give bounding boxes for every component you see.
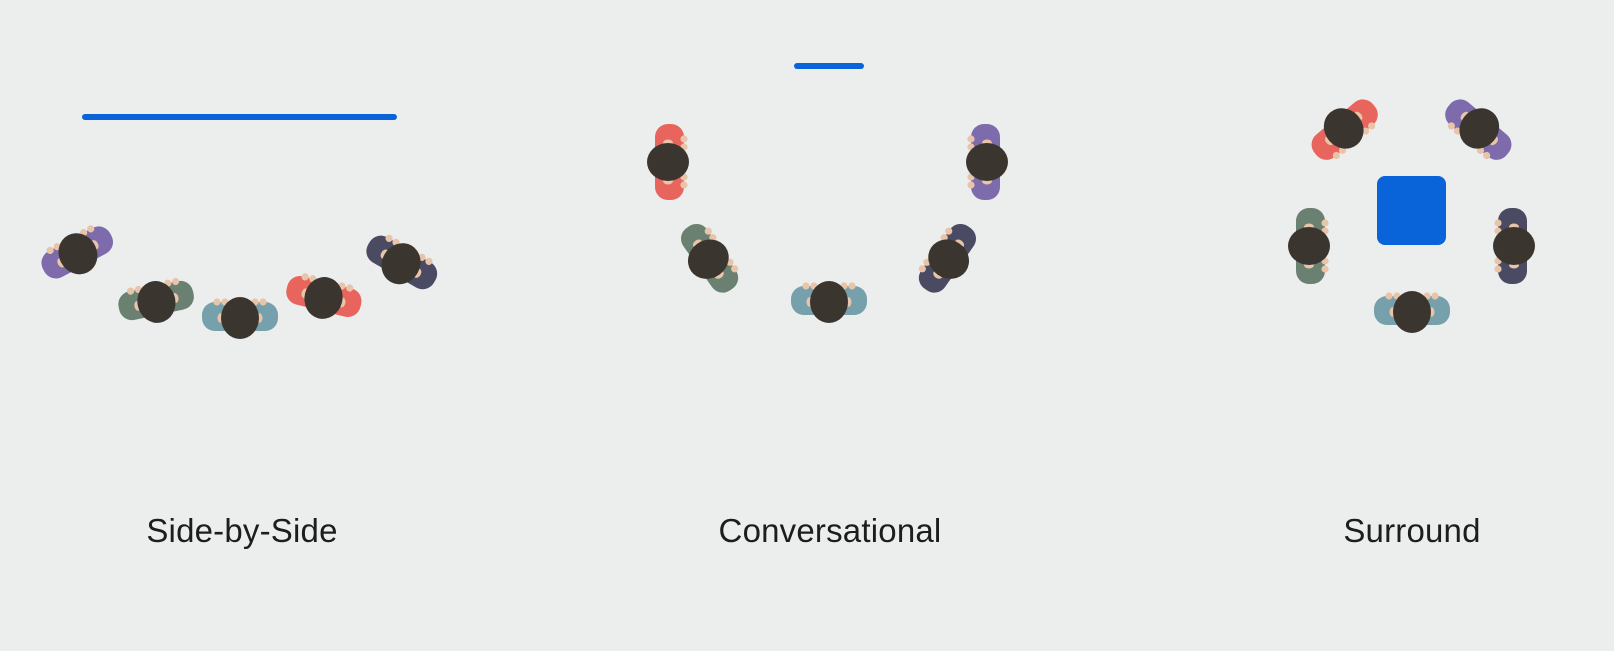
hand bbox=[1483, 151, 1491, 160]
hand bbox=[1385, 292, 1393, 300]
hand bbox=[967, 181, 975, 189]
conversational-person bbox=[647, 124, 689, 200]
hand bbox=[301, 273, 309, 281]
conversational-person bbox=[966, 124, 1008, 200]
side-by-side-person bbox=[118, 277, 194, 323]
head bbox=[966, 143, 1008, 181]
conversational-label: Conversational bbox=[718, 512, 942, 549]
head bbox=[687, 239, 729, 279]
hand bbox=[967, 135, 975, 143]
hand bbox=[1453, 127, 1462, 135]
head bbox=[137, 281, 176, 323]
side-by-side-label: Side-by-Side bbox=[146, 512, 338, 549]
hand bbox=[704, 227, 712, 235]
surround-focus-object bbox=[1377, 176, 1446, 245]
head bbox=[381, 243, 421, 285]
hand bbox=[385, 234, 393, 242]
hand bbox=[425, 257, 433, 265]
hand bbox=[1321, 219, 1329, 227]
conversational-person bbox=[918, 223, 976, 293]
hand bbox=[1431, 292, 1439, 300]
surround-person bbox=[1311, 99, 1378, 160]
hand bbox=[346, 284, 354, 292]
surround-person bbox=[1288, 208, 1330, 284]
hand bbox=[1321, 265, 1329, 273]
head bbox=[1323, 108, 1364, 149]
hand bbox=[87, 225, 95, 233]
hand bbox=[213, 298, 221, 306]
conversational-person bbox=[791, 281, 867, 323]
hand bbox=[802, 282, 810, 290]
side-by-side-person bbox=[366, 234, 438, 290]
head bbox=[928, 239, 970, 279]
hand bbox=[171, 277, 180, 286]
hand bbox=[848, 282, 856, 290]
hand bbox=[46, 246, 54, 255]
head bbox=[1493, 227, 1535, 265]
head bbox=[1393, 291, 1431, 333]
hand bbox=[1332, 151, 1340, 160]
conversational-person bbox=[681, 223, 739, 293]
hand bbox=[1494, 265, 1502, 273]
surround-person bbox=[1374, 291, 1450, 333]
side-by-side-person bbox=[202, 297, 278, 339]
hand bbox=[1361, 127, 1370, 135]
side-by-side-person bbox=[286, 273, 362, 319]
head bbox=[58, 233, 98, 275]
hand bbox=[259, 298, 267, 306]
head bbox=[1459, 108, 1500, 149]
surround-person bbox=[1445, 99, 1512, 160]
surround-label: Surround bbox=[1343, 512, 1481, 549]
hand bbox=[1368, 122, 1376, 130]
head bbox=[221, 297, 259, 339]
head bbox=[304, 277, 343, 319]
head bbox=[1288, 227, 1330, 265]
head bbox=[810, 281, 848, 323]
hand bbox=[918, 265, 926, 273]
hand bbox=[1494, 219, 1502, 227]
side-by-side-person bbox=[41, 225, 114, 279]
hand bbox=[731, 265, 739, 273]
hand bbox=[1447, 122, 1455, 130]
hand bbox=[945, 227, 953, 235]
surround-person bbox=[1493, 208, 1535, 284]
hand bbox=[126, 287, 135, 295]
hand bbox=[680, 135, 688, 143]
head bbox=[647, 143, 689, 181]
hand bbox=[680, 181, 688, 189]
